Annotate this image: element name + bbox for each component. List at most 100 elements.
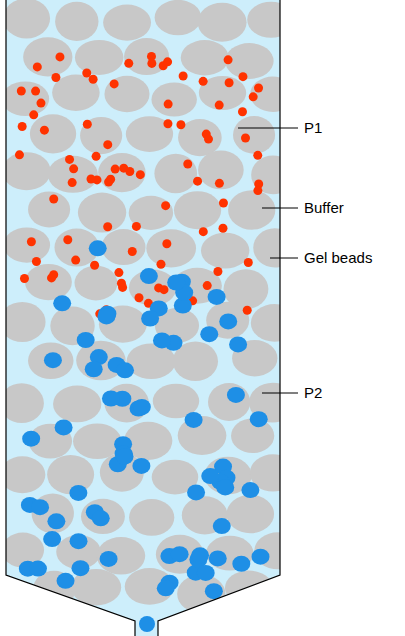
gel-bead (102, 229, 146, 265)
p1-dot (199, 77, 208, 86)
gel-bead (228, 190, 275, 230)
p2-dot (229, 336, 247, 352)
gel-bead (124, 38, 169, 75)
gel-bead (208, 383, 250, 421)
p1-dot (164, 100, 173, 109)
gel-bead (55, 2, 98, 41)
gel-bead (154, 154, 197, 194)
gel-bead (103, 5, 151, 41)
p1-dot (69, 164, 78, 173)
gel-bead (104, 76, 149, 112)
gel-bead (80, 117, 122, 154)
p1-dot (162, 239, 171, 248)
p2-dot (102, 390, 120, 406)
p2-dot (201, 468, 219, 484)
gel-bead (251, 304, 299, 342)
p2-dot (47, 513, 65, 529)
gel-bead (181, 40, 229, 75)
p1-dot (49, 270, 58, 279)
gel-bead (28, 342, 73, 379)
p2-dot (77, 332, 95, 348)
gel-bead (4, 227, 51, 262)
p1-dot (238, 72, 247, 81)
gel-bead (151, 82, 196, 116)
p1-dot (136, 170, 145, 179)
p2-dot (69, 485, 87, 501)
p1-dot (183, 160, 192, 169)
p1-dot (124, 59, 133, 68)
p1-dot (176, 120, 185, 129)
p1-dot (90, 261, 99, 270)
p1-dot (128, 247, 137, 256)
p1-dot (156, 260, 165, 269)
p2-dot (97, 308, 115, 324)
p1-dot (40, 126, 49, 135)
p2-dot (141, 310, 159, 326)
gel-bead (75, 40, 124, 75)
p1-dot (134, 293, 143, 302)
p2-dot (252, 549, 270, 565)
p1-dot (225, 78, 234, 87)
p2-dot (140, 268, 158, 284)
p2-dot (53, 295, 71, 311)
part-label: P1 (304, 119, 322, 137)
gel-bead (226, 495, 274, 533)
column-wall (6, 0, 280, 636)
p1-dot (20, 274, 29, 283)
p2-dot (70, 533, 88, 549)
part-label: Gel beads (304, 249, 372, 267)
p1-dot (161, 201, 170, 210)
p1-dot (125, 167, 134, 176)
p1-dot (118, 283, 127, 292)
leader-line (270, 258, 298, 259)
p2-dot (185, 412, 203, 428)
p1-dot (15, 150, 24, 159)
p2-dot (100, 551, 118, 567)
p2-dot (219, 313, 237, 329)
p1-dot (49, 194, 58, 203)
p1-dot (92, 152, 101, 161)
p2-dot (31, 499, 49, 515)
p1-dot (55, 52, 64, 61)
gel-bead (48, 156, 98, 193)
p2-dot (241, 482, 259, 498)
p1-dot (36, 99, 45, 108)
leader-line (262, 393, 298, 394)
p2-dot (139, 616, 155, 632)
gel-bead (73, 423, 121, 459)
gel-bead (30, 114, 76, 153)
p1-dot (147, 52, 156, 61)
p2-dot (213, 518, 231, 534)
gel-bead (125, 568, 174, 605)
gel-bead (126, 116, 173, 152)
p2-dot (153, 332, 171, 348)
p1-dot (83, 120, 92, 129)
gel-bead (247, 2, 295, 38)
gel-bead (251, 155, 295, 194)
gel-bead (253, 228, 296, 267)
gel-bead (199, 76, 246, 110)
gel-bead (233, 116, 275, 154)
p1-dot (253, 186, 262, 195)
p1-dot (215, 179, 224, 188)
p1-dot (238, 107, 247, 116)
p2-dot (208, 289, 226, 305)
p1-dot (254, 83, 263, 92)
p1-dot (51, 73, 60, 82)
p2-dot (197, 565, 215, 581)
gel-bead (198, 151, 244, 190)
p2-dot (205, 583, 223, 599)
gel-bead (32, 493, 74, 533)
protein-dots (15, 52, 270, 632)
p1-dot (71, 256, 80, 265)
gel-beads (0, 0, 302, 613)
p1-dot (132, 222, 141, 231)
gel-bead (47, 455, 94, 494)
p1-dot (27, 237, 36, 246)
p1-dot (163, 57, 172, 66)
p2-dot (116, 449, 134, 465)
gel-bead (2, 152, 50, 190)
p1-dot (82, 69, 91, 78)
gel-bead (0, 302, 46, 342)
p1-dot (114, 268, 123, 277)
